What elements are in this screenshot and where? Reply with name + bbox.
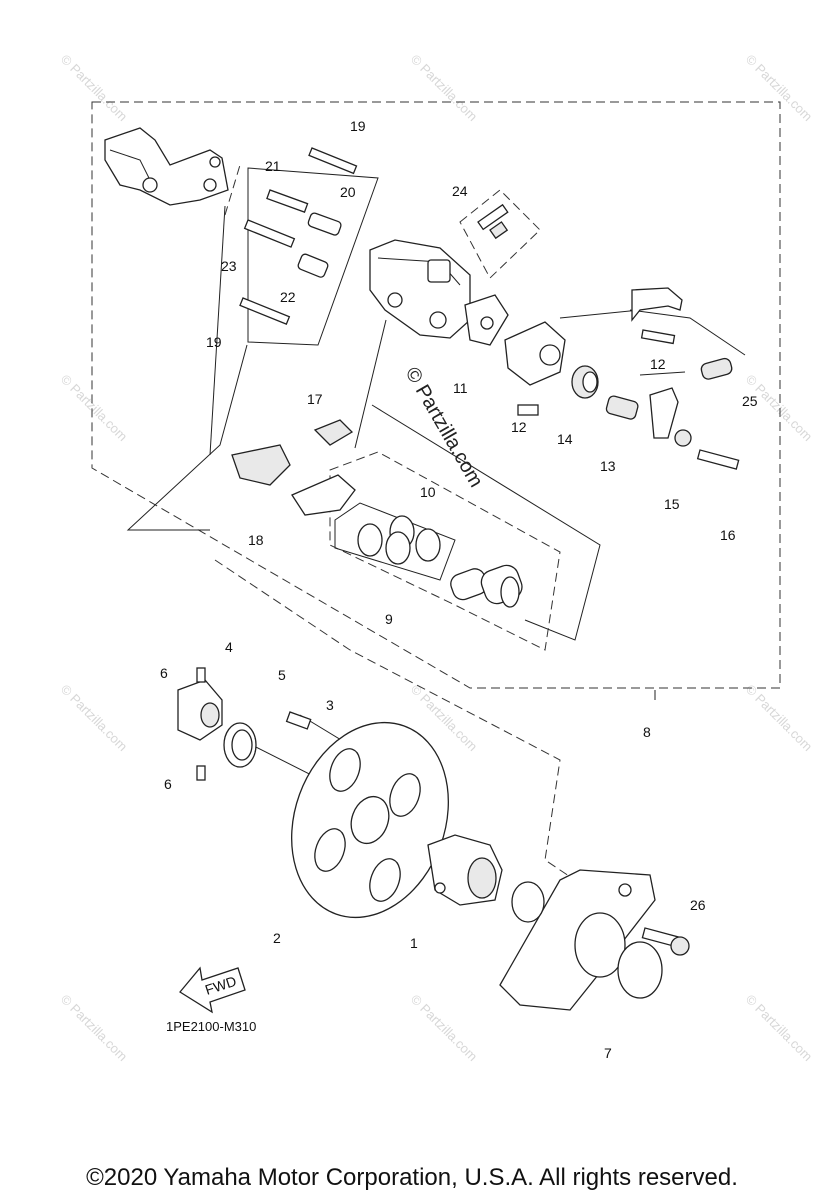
watermark: © Partzilla.com (408, 992, 481, 1065)
watermark: © Partzilla.com (58, 682, 131, 755)
callout-15: 15 (664, 496, 680, 512)
callout-6: 6 (160, 665, 168, 681)
watermark: © Partzilla.com (58, 52, 131, 125)
hub-nut (177, 667, 223, 781)
callout-6: 6 (164, 776, 172, 792)
copyright-notice: ©2020 Yamaha Motor Corporation, U.S.A. A… (86, 1164, 738, 1191)
diagram-code: 1PE2100-M310 (166, 1019, 256, 1034)
brake-pads (231, 444, 356, 516)
callout-21: 21 (265, 158, 281, 174)
brake-disc (291, 721, 449, 919)
caliper-body (369, 239, 471, 339)
callout-22: 22 (280, 289, 296, 305)
callout-3: 3 (326, 697, 334, 713)
watermark: © Partzilla.com (58, 992, 131, 1065)
callout-7: 7 (604, 1045, 612, 1061)
bleeder-valve (477, 203, 509, 240)
callout-12: 12 (650, 356, 666, 372)
watermark: © Partzilla.com (58, 372, 131, 445)
parking-brake-parts (504, 287, 740, 470)
callout-18: 18 (248, 532, 264, 548)
disc-bolt (285, 711, 312, 730)
caliper-holder (499, 869, 690, 1011)
callout-13: 13 (600, 458, 616, 474)
callout-9: 9 (385, 611, 393, 627)
callout-20: 20 (340, 184, 356, 200)
callout-1: 1 (410, 935, 418, 951)
parts-diagram: © Partzilla.com © Partzilla.com © Partzi… (58, 52, 816, 1065)
callout-labels: 1 2 3 4 5 6 6 7 8 9 10 11 12 12 13 14 15… (160, 118, 758, 1061)
watermark: © Partzilla.com (743, 682, 816, 755)
callout-5: 5 (278, 667, 286, 683)
callout-10: 10 (420, 484, 436, 500)
callout-26: 26 (690, 897, 706, 913)
caliper-pins (239, 147, 358, 325)
caliper-assembly-boundary (91, 101, 781, 689)
wheel-hub (427, 834, 503, 906)
pad-spring (313, 419, 354, 446)
fwd-arrow: FWD (179, 966, 246, 1014)
callout-14: 14 (557, 431, 573, 447)
caliper-bracket (104, 127, 229, 206)
callout-23: 23 (221, 258, 237, 274)
pistons (450, 564, 523, 608)
watermark: © Partzilla.com (743, 992, 816, 1065)
callout-2: 2 (273, 930, 281, 946)
callout-8: 8 (643, 724, 651, 740)
callout-16: 16 (720, 527, 736, 543)
callout-11: 11 (453, 380, 468, 396)
callout-17: 17 (307, 391, 323, 407)
piston-seals (357, 515, 441, 565)
callout-12: 12 (511, 419, 527, 435)
washer (223, 722, 257, 768)
callout-4: 4 (225, 639, 233, 655)
watermark: © Partzilla.com (743, 52, 816, 125)
callout-19: 19 (206, 334, 222, 350)
callout-25: 25 (742, 393, 758, 409)
callout-24: 24 (452, 183, 468, 199)
watermark: © Partzilla.com (408, 52, 481, 125)
callout-19: 19 (350, 118, 366, 134)
